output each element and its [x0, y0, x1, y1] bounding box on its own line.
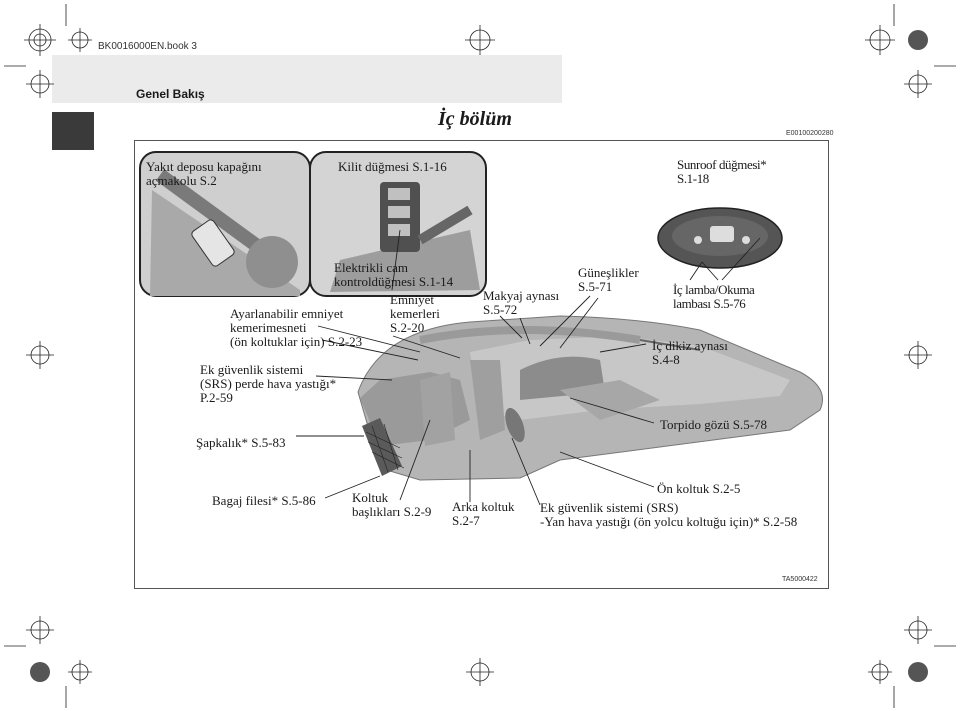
crop-mark-top-left-2	[68, 28, 92, 52]
page-title: İç bölüm	[438, 108, 512, 130]
callout-glove-box: Torpido gözü S.5-78	[660, 417, 768, 432]
callout-sunroof-switch: Sunroof düğmesi* S.1-18	[677, 157, 767, 186]
callout-dome-lamp: İç lamba/Okuma lambası S.5-76	[673, 282, 755, 311]
crop-mark-bottom-left-2	[68, 660, 92, 684]
document-code: E00100200280	[786, 130, 834, 137]
crop-mark-bottom-center	[466, 658, 494, 686]
callout-headrests: Koltuk başlıkları S.2-9	[352, 490, 432, 519]
crop-mark-left-middle	[26, 341, 54, 369]
crop-mark-bottom-right	[868, 660, 892, 684]
callout-srs-curtain-airbag: Ek güvenlik sistemi (SRS) perde hava yas…	[200, 362, 337, 405]
section-tab-marker	[52, 112, 94, 150]
figure-code: TA5000422	[782, 576, 818, 583]
callout-power-window-switch: Elektrikli cam kontroldüğmesi S.1-14	[334, 260, 454, 289]
crop-mark-top-center	[465, 25, 495, 55]
fuel-door-lever-inset	[139, 151, 311, 297]
sunroof-switch-inset	[657, 207, 783, 269]
color-target-bottom-right	[908, 662, 928, 682]
callout-cargo-net: Bagaj filesi* S.5-86	[212, 493, 316, 508]
callout-sun-visors: Güneşlikler S.5-71	[578, 265, 639, 294]
crop-mark-bottom-left	[26, 616, 54, 644]
callout-rear-seat: Arka koltuk S.2-7	[452, 499, 515, 528]
figure-frame	[134, 140, 829, 589]
leader-lines	[296, 229, 761, 506]
crop-mark-right-middle	[904, 341, 932, 369]
header-band	[52, 55, 562, 103]
color-target-bottom-left	[30, 662, 50, 682]
crop-mark-left-upper	[26, 70, 54, 98]
crop-mark-top-left	[24, 24, 56, 56]
callout-seat-belts: Emniyet kemerleri S.2-20	[390, 292, 440, 335]
callout-front-seat: Ön koltuk S.2-5	[657, 481, 741, 496]
crop-mark-right-lower	[904, 616, 932, 644]
callout-fuel-door-lever: Yakıt deposu kapağını açmakolu S.2	[146, 159, 262, 188]
callout-parcel-shelf: Şapkalık* S.5-83	[196, 435, 286, 450]
book-reference: BK0016000EN.book 3	[98, 41, 197, 52]
crop-mark-right-upper	[904, 70, 932, 98]
callout-adjustable-belt-anchor: Ayarlanabilir emniyet kemerimesneti (ön …	[230, 306, 363, 349]
crop-mark-top-right	[865, 25, 895, 55]
car-cutaway	[357, 315, 823, 481]
callout-lock-switch: Kilit düğmesi S.1-16	[338, 159, 447, 174]
section-heading: Genel Bakış	[136, 87, 205, 101]
callout-srs-side-airbag: Ek güvenlik sistemi (SRS) -Yan hava yast…	[540, 500, 798, 529]
callout-vanity-mirror: Makyaj aynası S.5-72	[483, 288, 560, 317]
window-switch-inset	[309, 151, 487, 297]
callout-rear-view-mirror: İç dikiz aynası S.4-8	[652, 338, 728, 367]
color-target-top-right	[908, 30, 928, 50]
